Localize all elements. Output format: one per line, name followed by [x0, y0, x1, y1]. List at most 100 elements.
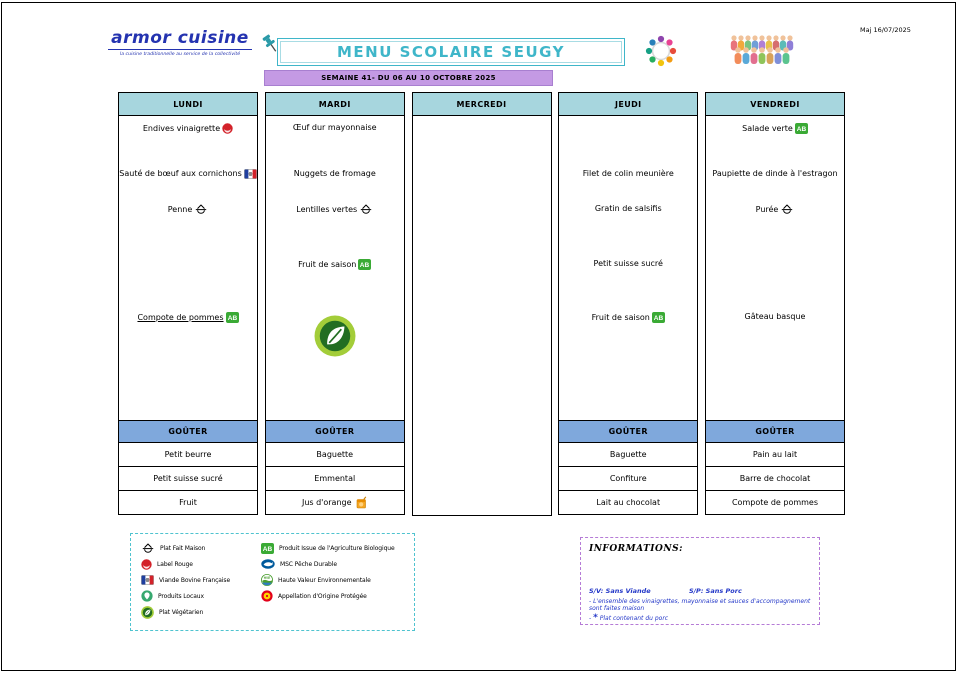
- logo-tagline: la cuisine traditionnelle au service de …: [119, 51, 241, 57]
- gouter-item-label: Barre de chocolat: [739, 474, 811, 483]
- info-sans-viande: S/V: Sans Viande: [589, 587, 651, 595]
- legend-item: AB Produit Issue de l'Agriculture Biologi…: [261, 542, 395, 554]
- gouter-item: Baguette: [264, 442, 405, 467]
- gouter-item: Petit beurre: [118, 442, 258, 467]
- gouter-item: Lait au chocolat: [558, 490, 699, 515]
- ab-icon: AB: [261, 542, 274, 554]
- gouter-item-label: Lait au chocolat: [596, 498, 661, 507]
- svg-text:AB: AB: [227, 315, 237, 322]
- gouter-item-label: Pain au lait: [752, 450, 798, 459]
- legend-label: Plat Fait Maison: [160, 544, 206, 552]
- gouter-item: Petit suisse sucré: [118, 466, 258, 491]
- menu-item: Sauté de bœuf aux cornichons: [119, 169, 257, 179]
- info-line-1: - L'ensemble des vinaigrettes, mayonnais…: [589, 598, 811, 612]
- viande-bovine-icon: [141, 575, 154, 585]
- menu-item-label: Fruit de saison: [298, 259, 357, 269]
- last-updated-text: Maj 16/07/2025: [860, 26, 911, 34]
- menu-item-label: Nuggets de fromage: [293, 169, 376, 178]
- day-column-mercredi: MERCREDI: [411, 92, 552, 516]
- gouter-header: GOÛTER: [118, 420, 258, 443]
- svg-text:AB: AB: [654, 315, 664, 322]
- menu-item-label: Petit suisse sucré: [593, 259, 663, 268]
- gouter-item-label: Baguette: [316, 450, 354, 459]
- menu-item-label: Gratin de salsifis: [594, 204, 662, 213]
- legend-item: HVE Haute Valeur Environnementale: [261, 574, 395, 586]
- gouter-item: Jus d'orange: [264, 490, 405, 515]
- info-sans-porc: S/P: Sans Porc: [689, 587, 742, 595]
- legend-label: Haute Valeur Environnementale: [278, 576, 371, 584]
- legend-label: Viande Bovine Française: [159, 576, 231, 584]
- legend-item: Viande Bovine Française: [141, 574, 230, 586]
- gouter-item: Barre de chocolat: [705, 466, 845, 491]
- menu-title-box: MENU SCOLAIRE SEUGY: [277, 38, 625, 66]
- logo-title: armor cuisine: [108, 28, 252, 50]
- menu-item-label: Purée: [755, 204, 779, 214]
- legend-label: Plat Végétarien: [159, 608, 204, 616]
- menu-item: Fruit de saison AB: [560, 312, 696, 323]
- gouter-item: Confiture: [558, 466, 699, 491]
- day-header: LUNDI: [118, 92, 258, 116]
- gouter-header: GOÛTER: [705, 420, 845, 443]
- menu-item: Gratin de salsifis: [560, 204, 696, 214]
- label-rouge-icon: [141, 558, 152, 570]
- legend-label: Produits Locaux: [158, 592, 204, 600]
- fait-maison-icon: [194, 204, 208, 215]
- info-abbreviations: S/V: Sans Viande S/P: Sans Porc: [589, 587, 811, 595]
- vegetarien-large-icon: [314, 315, 356, 357]
- gouter-header: GOÛTER: [264, 420, 405, 443]
- menu-item: Paupiette de dinde à l'estragon: [707, 169, 843, 179]
- legend-label: Produit Issue de l'Agriculture Biologiqu…: [279, 544, 395, 552]
- menu-item: [267, 315, 403, 357]
- legend-item: Plat Végétarien: [141, 605, 230, 619]
- info-box: INFORMATIONS: S/V: Sans Viande S/P: Sans…: [580, 537, 820, 625]
- label-rouge-icon: [222, 123, 233, 134]
- gouter-header: GOÛTER: [558, 420, 699, 443]
- day-menu-body: [411, 115, 552, 516]
- fait-maison-icon: [359, 204, 373, 215]
- produits-locaux-icon: [141, 590, 153, 602]
- jus-orange-icon: [355, 496, 368, 509]
- menu-item: Œuf dur mayonnaise: [267, 123, 403, 133]
- week-banner: SEMAINE 41- DU 06 AU 10 OCTOBRE 2025: [264, 70, 553, 86]
- crowd-illustration: [726, 30, 804, 76]
- legend-item: Label Rouge: [141, 558, 230, 570]
- menu-item-label: Lentilles vertes: [296, 204, 358, 214]
- info-title: INFORMATIONS:: [589, 544, 683, 554]
- menu-item-label: Sauté de bœuf aux cornichons: [119, 169, 242, 178]
- day-header: MARDI: [264, 92, 405, 116]
- menu-item-label: Salade verte: [742, 123, 793, 133]
- gouter-item-label: Petit beurre: [164, 450, 212, 459]
- menu-item-label: Penne: [167, 204, 193, 214]
- day-header: MERCREDI: [411, 92, 552, 116]
- menu-item: Penne: [120, 204, 256, 215]
- legend-item: Produits Locaux: [141, 590, 230, 602]
- menu-item-label: Fruit de saison: [591, 312, 650, 322]
- ab-icon: AB: [358, 259, 372, 270]
- people-circle-icon: [641, 32, 681, 74]
- gouter-item: Baguette: [558, 442, 699, 467]
- aop-icon: [261, 590, 273, 602]
- gouter-item: Fruit: [118, 490, 258, 515]
- menu-item-label: Filet de colin meunière: [582, 169, 674, 178]
- menu-item: Gâteau basque: [707, 312, 843, 322]
- menu-item: Endives vinaigrette: [120, 123, 256, 134]
- info-line-2-star: *: [593, 613, 598, 623]
- menu-item: Purée: [707, 204, 843, 215]
- gouter-item-label: Jus d'orange: [301, 498, 352, 507]
- legend-label: MSC Pêche Durable: [280, 560, 337, 568]
- gouter-item: Emmental: [264, 466, 405, 491]
- legend-label: Appellation d'Origine Protégée: [278, 592, 367, 600]
- fait-maison-icon: [780, 204, 794, 215]
- svg-text:HVE: HVE: [264, 576, 271, 580]
